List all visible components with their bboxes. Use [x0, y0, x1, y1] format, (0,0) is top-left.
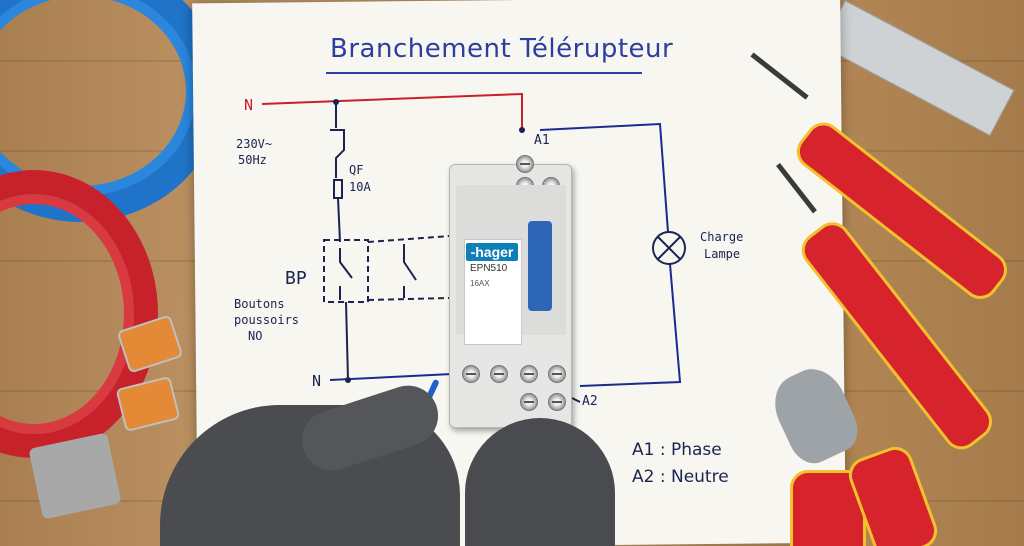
legend-phase: A1 : Phase [632, 440, 722, 460]
supply-voltage-label: 230V~ [236, 137, 273, 151]
breaker-symbol [330, 129, 345, 199]
terminal-screw [548, 365, 566, 383]
neutral-label-top: N [244, 96, 254, 114]
legend-neutral: A2 : Neutre [632, 467, 729, 487]
terminal-screw [520, 365, 538, 383]
diagram-title: Branchement Télérupteur [330, 34, 674, 64]
pushbutton-contact [403, 244, 417, 298]
junction-dot [345, 377, 351, 383]
impulse-relay-device: -hager EPN510 16AX [449, 155, 572, 428]
device-blue-actuator [528, 221, 552, 311]
pushbutton-desc-1: Boutons [234, 297, 285, 311]
load-label-2: Lampe [704, 247, 741, 261]
pushbutton-link [367, 235, 451, 301]
device-brand: -hager [466, 243, 518, 261]
phase-wire [261, 92, 523, 130]
pushbutton-desc-3: NO [248, 329, 263, 343]
pushbutton-contact [339, 248, 353, 300]
terminal-screw [520, 393, 538, 411]
right-glove [465, 418, 615, 546]
title-underline [326, 72, 642, 74]
terminal-a2-label: A2 [582, 394, 598, 409]
terminal-screw [548, 393, 566, 411]
neutral-label-bottom: N [312, 372, 322, 390]
pushbutton-label: BP [285, 268, 307, 289]
breaker-name-label: QF [349, 163, 364, 177]
supply-frequency-label: 50Hz [238, 153, 267, 167]
device-rating: 16AX [470, 279, 490, 288]
terminal-screw [516, 155, 534, 173]
breaker-rating-label: 10A [349, 180, 371, 194]
terminal-screw [490, 365, 508, 383]
load-label-1: Charge [700, 230, 744, 244]
lamp-cross [657, 236, 681, 260]
terminal-a1-label: A1 [534, 133, 550, 148]
junction-dot [519, 127, 525, 133]
a2-lead [571, 397, 581, 403]
lamp-symbol [652, 231, 686, 265]
supply-line [337, 197, 341, 243]
terminal-screw [462, 365, 480, 383]
load-wire [539, 122, 682, 387]
pushbutton-desc-2: poussoirs [234, 313, 300, 327]
neutral-drop [345, 301, 349, 381]
pushbutton-box [323, 239, 369, 303]
device-model: EPN510 [470, 263, 508, 274]
